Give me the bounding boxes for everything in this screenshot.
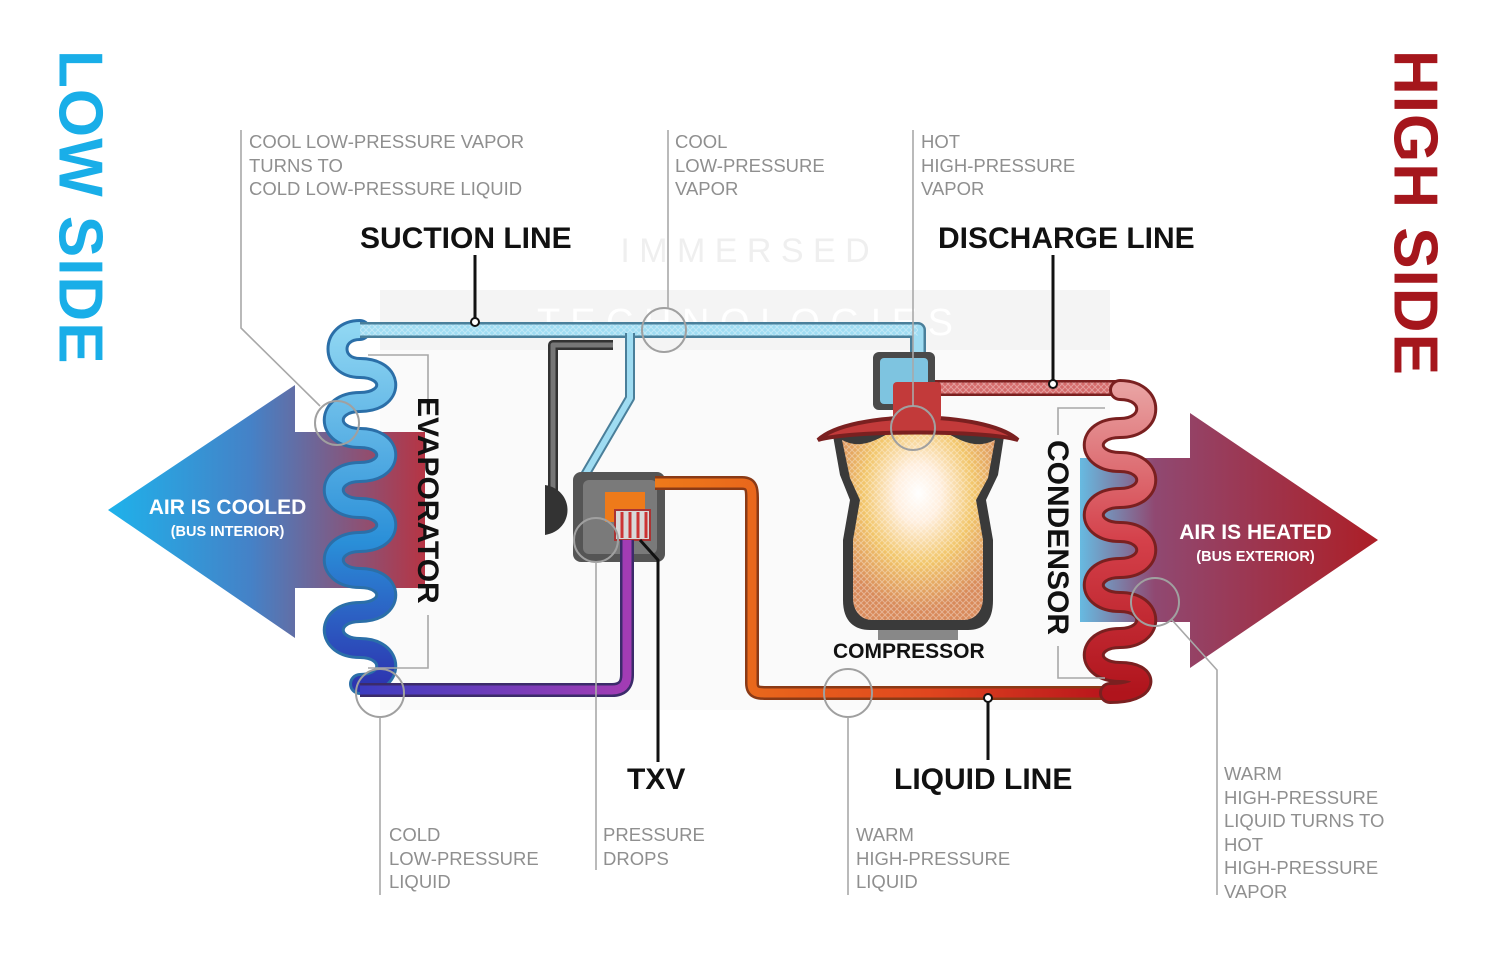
evaporator-label: EVAPORATOR (411, 397, 444, 604)
note-line: WARM (856, 824, 914, 845)
note-line: LIQUID (856, 871, 918, 892)
callout-circle-suction (641, 307, 687, 353)
callout-leaders (240, 130, 1218, 895)
label-leaders (473, 255, 1055, 762)
txv-valve (545, 472, 665, 562)
compressor (816, 352, 1020, 640)
suction-line-label: SUCTION LINE (360, 222, 572, 255)
high-side-title: HIGH SIDE (1365, 50, 1465, 410)
note-line: LOW-PRESSURE (389, 847, 539, 869)
low-pressure-liquid-pipe (360, 540, 634, 697)
callout-circle-evaporator (314, 400, 360, 446)
note-warm-liquid: WARM HIGH-PRESSURE LIQUID (856, 823, 1010, 894)
air-cooled-text: AIR IS COOLED (BUS INTERIOR) (140, 496, 315, 540)
note-discharge-vapor: HOT HIGH-PRESSURE VAPOR (921, 130, 1075, 201)
liquid-line-pipe (655, 476, 1110, 700)
note-line: HIGH-PRESSURE (856, 847, 1011, 869)
note-line: VAPOR (1224, 880, 1288, 902)
note-evaporator-phase: COOL LOW-PRESSURE VAPOR TURNS TO COLD LO… (249, 130, 524, 201)
note-pressure-drops: PRESSURE DROPS (603, 823, 705, 870)
note-line: LOW-PRESSURE (675, 154, 825, 176)
suction-line-pipe (360, 322, 926, 360)
air-cooled-sub: (BUS INTERIOR) (170, 524, 285, 540)
air-heated-text: AIR IS HEATED (BUS EXTERIOR) (1168, 521, 1343, 565)
txv-label: TXV (627, 763, 686, 796)
air-heated-main: AIR IS HEATED (1179, 521, 1332, 544)
air-cooled-main: AIR IS COOLED (148, 496, 307, 519)
note-line: VAPOR (675, 178, 739, 199)
note-line: HOT (921, 131, 961, 152)
note-line: HIGH-PRESSURE (921, 154, 1076, 176)
note-line: LIQUID (389, 871, 451, 892)
discharge-line-label: DISCHARGE LINE (938, 222, 1195, 255)
note-line: HOT (1224, 833, 1264, 855)
watermark-top-text: I M M E R S E D (620, 232, 869, 270)
note-line: TURNS TO (249, 154, 343, 176)
note-line: DROPS (603, 847, 669, 869)
note-line: LIQUID TURNS TO (1224, 810, 1385, 831)
compressor-label: COMPRESSOR (833, 640, 985, 663)
low-side-title: LOW SIDE (30, 50, 130, 390)
note-line: COOL (675, 131, 728, 152)
note-cold-liquid: COLD LOW-PRESSURE LIQUID (389, 823, 539, 894)
note-line: PRESSURE (603, 824, 705, 845)
callout-circle-condenser (1130, 577, 1180, 627)
air-heated-sub: (BUS EXTERIOR) (1196, 549, 1315, 565)
label-leader-dots (470, 317, 1058, 703)
note-line: VAPOR (921, 178, 985, 199)
note-line: HIGH-PRESSURE (1224, 857, 1379, 878)
note-line: WARM (1224, 763, 1282, 784)
note-condenser-phase: WARM HIGH-PRESSURE LIQUID TURNS TO HOT H… (1224, 762, 1384, 903)
note-line: HIGH-PRESSURE (1224, 786, 1379, 808)
condensor-label: CONDENSOR (1041, 440, 1074, 636)
note-line: COLD (389, 824, 441, 845)
low-side-label: LOW SIDE (45, 50, 115, 365)
liquid-line-label: LIQUID LINE (894, 763, 1073, 796)
high-side-label: HIGH SIDE (1380, 50, 1450, 376)
note-suction-vapor: COOL LOW-PRESSURE VAPOR (675, 130, 825, 201)
note-line: COOL LOW-PRESSURE VAPOR (249, 131, 525, 152)
note-line: COLD LOW-PRESSURE LIQUID (249, 178, 523, 199)
